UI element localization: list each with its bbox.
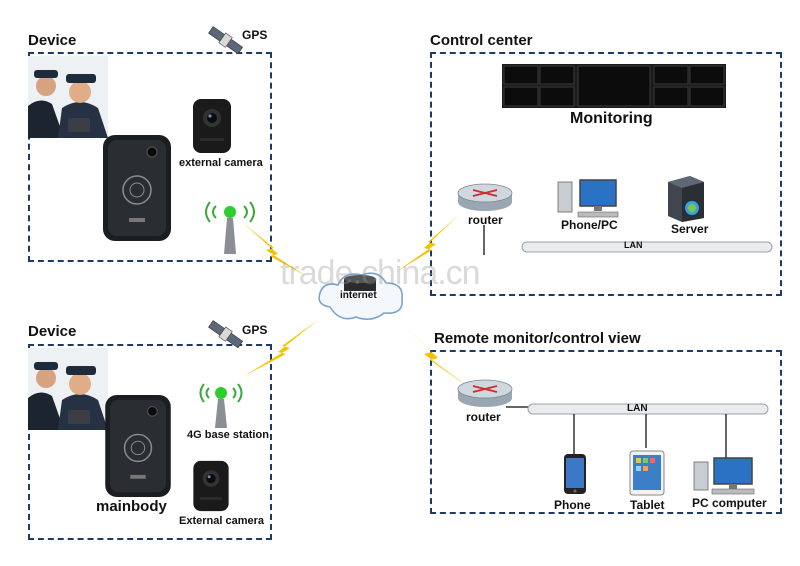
remote-lan-label: LAN <box>627 403 648 414</box>
wireless-link-top-right <box>396 214 460 272</box>
device-top-title: Device <box>28 32 77 49</box>
control-lan-label: LAN <box>624 240 643 250</box>
router-icon <box>457 183 513 211</box>
wireless-link-top-left <box>242 222 306 276</box>
body-camera-device <box>105 394 171 498</box>
desktop-pc-icon <box>693 457 755 495</box>
monitoring-wall-icon <box>502 64 726 108</box>
device-bottom-frame <box>28 344 272 540</box>
device-top-camera-label: external camera <box>179 157 263 169</box>
wireless-link-bottom-right <box>398 320 470 388</box>
control-center-frame <box>430 52 782 296</box>
gps-satellite-icon <box>208 26 244 55</box>
external-camera-icon <box>193 99 231 153</box>
router-icon <box>457 379 513 407</box>
remote-title: Remote monitor/control view <box>434 330 641 347</box>
internet-label: internet <box>340 290 377 301</box>
remote-router-label: router <box>466 410 501 424</box>
external-camera-icon <box>193 460 229 512</box>
device-bottom-station-label: 4G base station <box>187 429 269 441</box>
wireless-link-bottom-left <box>244 320 318 376</box>
device-top-frame <box>28 52 272 262</box>
router-link <box>483 225 485 255</box>
device-bottom-camera-label: External camera <box>179 515 264 527</box>
remote-phone-label: Phone <box>554 498 591 512</box>
base-station-icon <box>199 383 243 428</box>
server-label: Server <box>671 222 709 236</box>
remote-pc-label: PC computer <box>692 496 767 510</box>
control-router-label: router <box>468 213 503 227</box>
body-camera-device <box>103 135 171 241</box>
device-top-gps-label: GPS <box>242 28 268 42</box>
desktop-pc-icon <box>557 179 619 218</box>
control-center-title: Control center <box>430 32 533 49</box>
mainbody-label: mainbody <box>96 498 167 515</box>
officers-photo <box>28 348 108 430</box>
watermark: trade.china.cn <box>280 254 481 292</box>
officers-photo <box>28 56 108 138</box>
lan-bus <box>521 241 773 253</box>
lan-bus <box>527 403 769 415</box>
tablet-icon <box>629 450 665 496</box>
lan-drop-lines <box>573 414 727 458</box>
base-station-icon <box>205 201 255 254</box>
router-lan-link <box>506 406 530 408</box>
remote-frame <box>430 350 782 514</box>
phone-icon <box>564 454 586 494</box>
server-icon <box>668 176 704 222</box>
internet-cloud <box>318 272 403 321</box>
device-bottom-gps-label: GPS <box>242 323 268 337</box>
gps-satellite-icon <box>208 320 244 349</box>
phone-pc-label: Phone/PC <box>561 218 618 232</box>
device-bottom-title: Device <box>28 323 77 340</box>
remote-tablet-label: Tablet <box>630 498 665 512</box>
monitoring-label: Monitoring <box>570 110 653 127</box>
